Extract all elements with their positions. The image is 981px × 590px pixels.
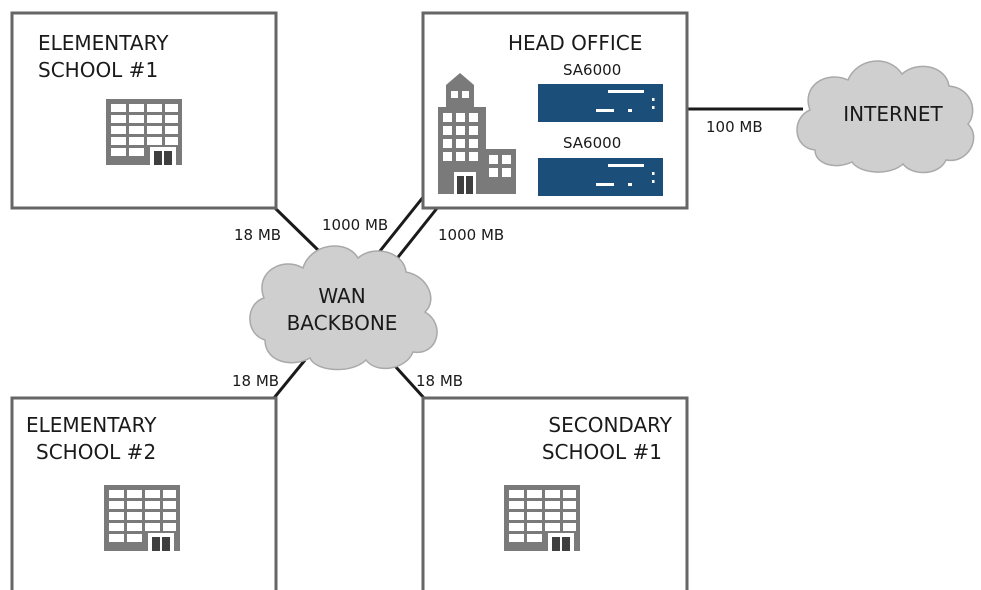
appliance-icon — [538, 158, 663, 196]
link-label-elementary2: 18 MB — [232, 372, 279, 390]
site-secondary-school-1: SECONDARY SCHOOL #1 — [421, 396, 689, 590]
cloud-label: INTERNET — [843, 102, 943, 126]
cloud-shape — [796, 60, 975, 174]
link-elementary2-wan — [272, 359, 307, 399]
link-label-elementary1: 18 MB — [234, 226, 281, 244]
link-label-head-wan-b: 1000 MB — [438, 226, 504, 244]
site-label-line1: ELEMENTARY — [26, 413, 157, 437]
site-title: HEAD OFFICE — [508, 31, 642, 55]
cloud-shape — [249, 245, 438, 371]
site-label-line1: ELEMENTARY — [38, 31, 169, 55]
link-label-secondary1: 18 MB — [416, 372, 463, 390]
cloud-label-line1: WAN — [318, 284, 365, 308]
wan-backbone-cloud: WAN BACKBONE — [249, 245, 438, 371]
site-label-line2: SCHOOL #2 — [36, 440, 156, 464]
site-head-office: HEAD OFFICE SA6000 SA6000 — [421, 11, 689, 210]
site-label-line2: SCHOOL #1 — [542, 440, 662, 464]
site-elementary-school-2: ELEMENTARY SCHOOL #2 — [10, 396, 278, 590]
appliance-icon — [538, 84, 663, 122]
office-tower-icon — [438, 73, 516, 194]
internet-cloud: INTERNET — [796, 60, 975, 174]
building-icon — [104, 485, 180, 551]
link-secondary1-wan — [393, 364, 426, 400]
device-label-2: SA6000 — [563, 134, 621, 152]
link-head-wan-b — [389, 206, 440, 267]
site-label-line1: SECONDARY — [548, 413, 672, 437]
building-icon — [504, 485, 580, 551]
link-head-wan-a — [374, 195, 426, 257]
link-label-internet: 100 MB — [706, 118, 763, 136]
cloud-label-line2: BACKBONE — [287, 311, 398, 335]
site-elementary-school-1: ELEMENTARY SCHOOL #1 — [10, 11, 278, 210]
link-elementary1-wan — [273, 206, 320, 252]
site-label-line2: SCHOOL #1 — [38, 58, 158, 82]
link-label-head-wan-a: 1000 MB — [322, 216, 388, 234]
building-icon — [106, 99, 182, 165]
device-label-1: SA6000 — [563, 61, 621, 79]
